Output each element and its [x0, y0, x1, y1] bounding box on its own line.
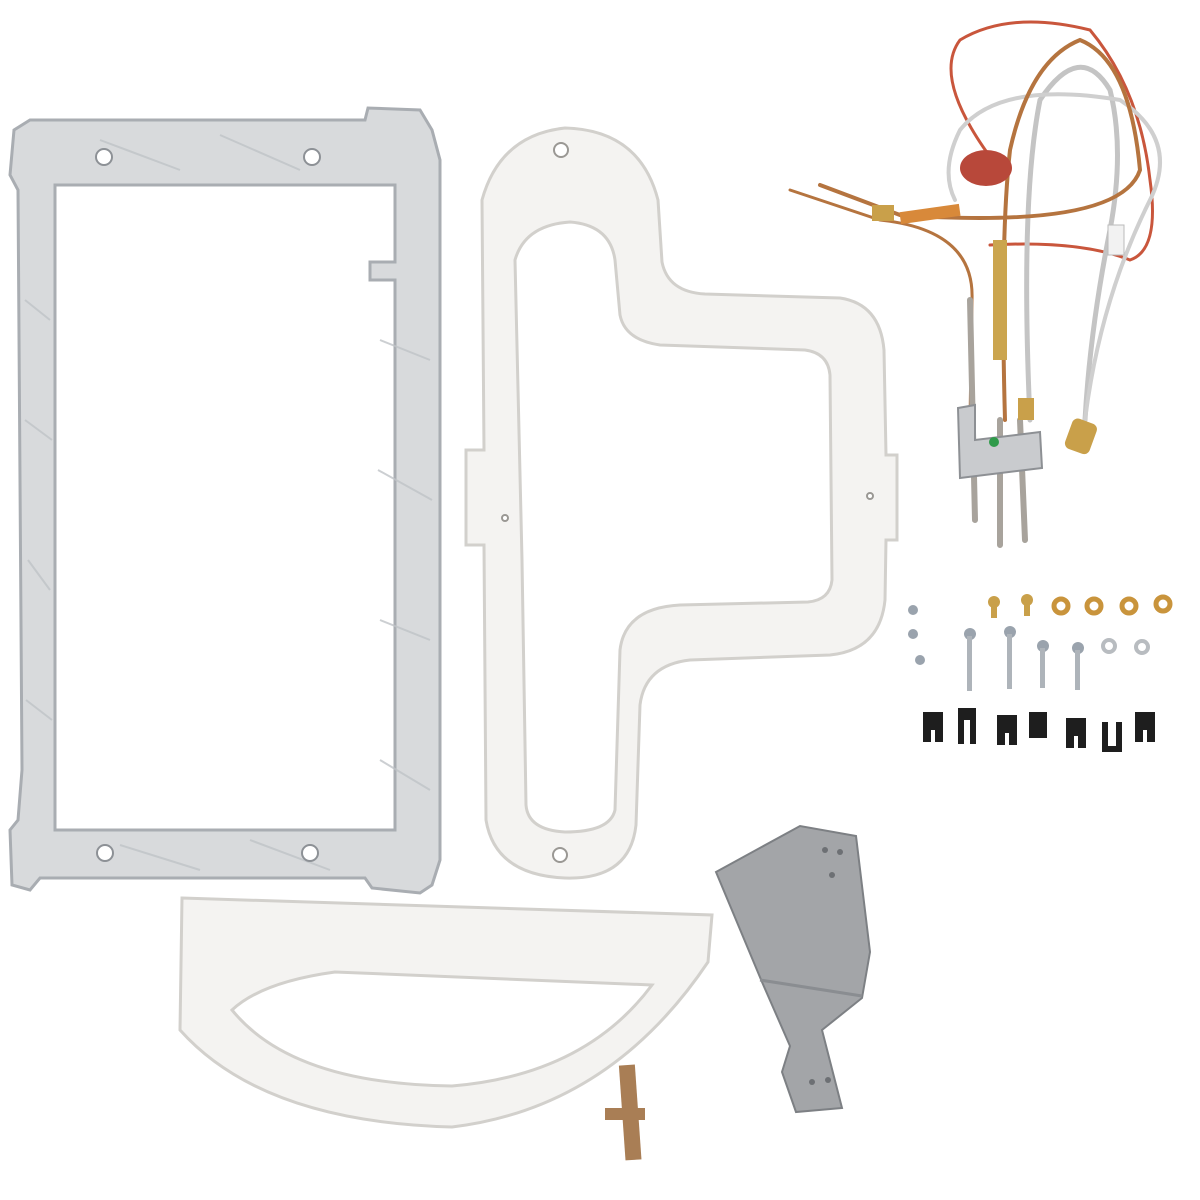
- red-wire: [949, 20, 1154, 262]
- gray-wire-2: [946, 92, 1162, 422]
- copper-tube-2: [788, 188, 974, 422]
- brass-fitting-3: [872, 205, 894, 221]
- foil-mounting-holes: [95, 148, 321, 862]
- brass-fitting: [1018, 398, 1034, 420]
- green-indicator: [989, 437, 999, 447]
- gray-wire: [1024, 64, 1120, 423]
- hardware-screws: [908, 594, 1173, 691]
- white-gasket-t-shaped: [464, 126, 899, 880]
- metal-bracket: [714, 824, 872, 1114]
- pilot-body: [956, 403, 1044, 480]
- d-shaped-gasket: [178, 896, 714, 1129]
- foil-crinkle-texture: [24, 134, 433, 871]
- hardware-clips: [923, 708, 1155, 752]
- copper-tube: [818, 37, 1143, 422]
- white-gasket-holes: [501, 142, 874, 863]
- orange-sleeve: [899, 203, 961, 225]
- pilot-assembly: [788, 20, 1162, 548]
- ceramic-electrode: [993, 240, 1007, 360]
- white-connector: [1107, 224, 1125, 256]
- bracket-holes: [809, 847, 843, 1085]
- red-grommet: [960, 150, 1012, 186]
- brass-fitting-2: [1064, 418, 1097, 455]
- foil-gasket-frame: [8, 106, 442, 895]
- bracket-fold-line: [759, 978, 863, 998]
- adhesive-tape-strip: [605, 1108, 645, 1120]
